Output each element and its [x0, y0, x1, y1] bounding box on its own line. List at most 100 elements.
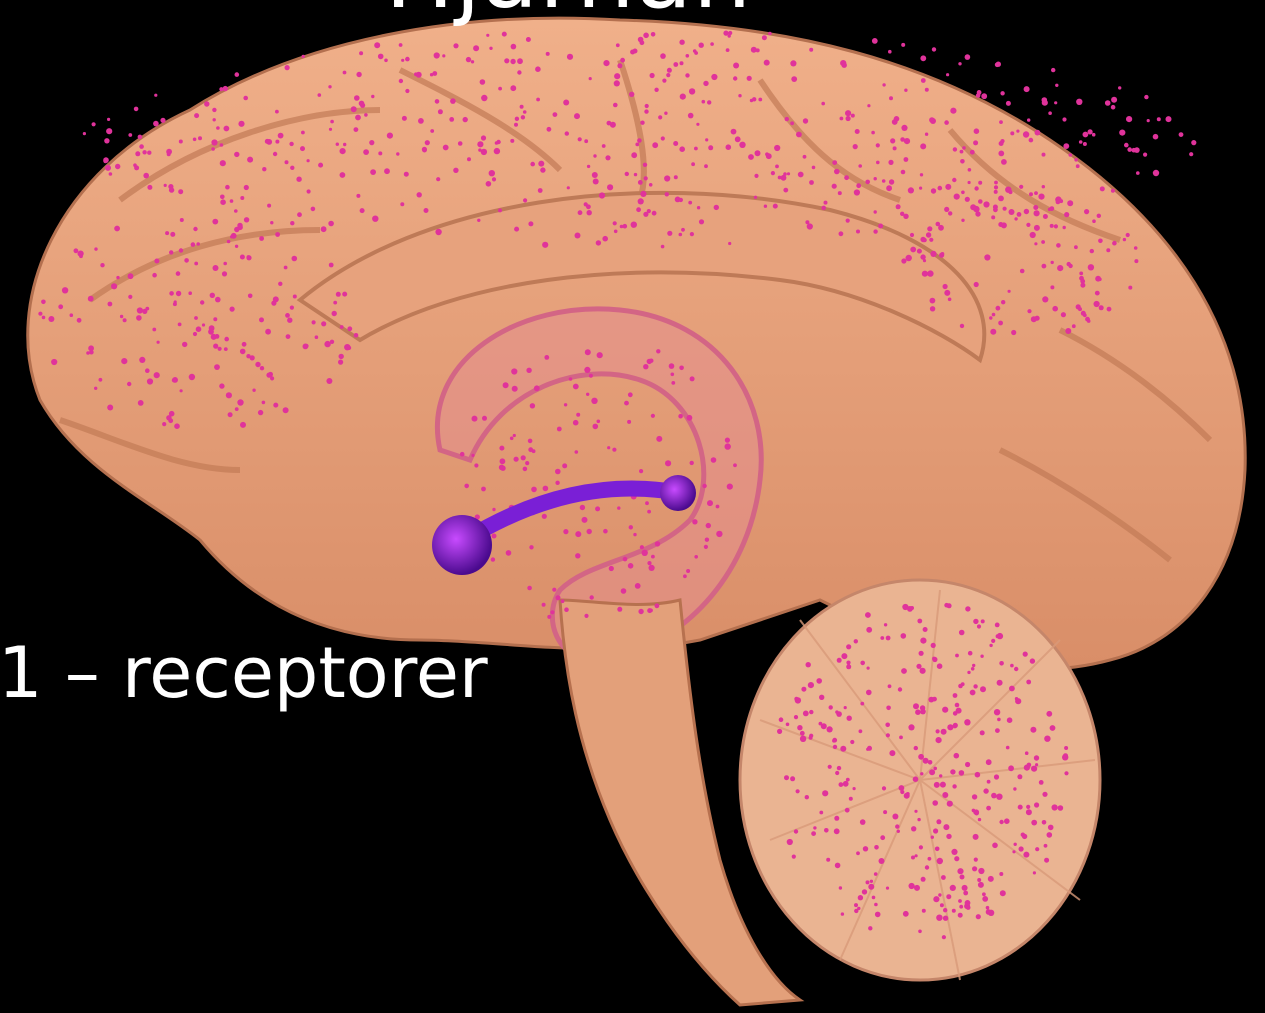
receptor-dot [643, 364, 648, 369]
receptor-dot [265, 139, 270, 144]
receptor-dot [1008, 290, 1011, 293]
receptor-dot [930, 298, 936, 304]
receptor-dot [1153, 134, 1159, 140]
receptor-dot [265, 329, 271, 335]
receptor-dot [312, 320, 316, 324]
receptor-dot [834, 169, 840, 175]
receptor-dot [1013, 787, 1016, 790]
receptor-dot [786, 723, 790, 727]
receptor-dot [1189, 152, 1193, 156]
receptor-dot [1166, 116, 1172, 122]
receptor-dot [1076, 164, 1080, 168]
receptor-dot [948, 298, 952, 302]
receptor-dot [800, 736, 806, 742]
receptor-dot [613, 103, 618, 108]
receptor-dot [555, 469, 561, 475]
receptor-dot [321, 226, 327, 232]
receptor-dot [784, 775, 789, 780]
receptor-dot [92, 122, 96, 126]
receptor-dot [655, 541, 660, 546]
receptor-dot [628, 563, 634, 569]
receptor-dot [617, 506, 620, 509]
receptor-dot [517, 70, 521, 74]
receptor-dot [371, 95, 374, 98]
receptor-dot [638, 609, 643, 614]
receptor-dot [1035, 763, 1038, 766]
receptor-dot [142, 150, 146, 154]
receptor-dot [512, 386, 518, 392]
receptor-dot [1010, 131, 1014, 135]
receptor-dot [193, 138, 197, 142]
receptor-dot [803, 118, 808, 123]
receptor-dot [166, 149, 172, 155]
receptor-dot [252, 389, 255, 392]
receptor-dot [339, 354, 344, 359]
receptor-dot [865, 612, 871, 618]
receptor-dot [853, 144, 858, 149]
receptor-dot [726, 144, 732, 150]
receptor-dot [289, 142, 293, 146]
receptor-dot [1019, 185, 1023, 189]
receptor-dot [595, 506, 600, 511]
receptor-dot [809, 734, 813, 738]
receptor-dot [840, 117, 844, 121]
receptor-dot [827, 726, 833, 732]
receptor-dot [942, 707, 948, 713]
receptor-dot [844, 175, 849, 180]
receptor-dot [798, 172, 804, 178]
receptor-dot [1019, 846, 1024, 851]
receptor-dot [954, 194, 960, 200]
receptor-dot [973, 834, 979, 840]
receptor-dot [222, 271, 227, 276]
receptor-dot [910, 606, 914, 610]
receptor-dot [297, 212, 302, 217]
receptor-dot [661, 136, 665, 140]
receptor-dot [329, 263, 334, 268]
receptor-dot [702, 484, 706, 488]
receptor-dot [1008, 765, 1014, 771]
receptor-dot [147, 151, 151, 155]
receptor-dot [603, 60, 609, 66]
receptor-dot [1023, 652, 1028, 657]
receptor-dot [922, 909, 926, 913]
receptor-dot [481, 149, 487, 155]
receptor-dot [977, 90, 982, 95]
receptor-dot [106, 128, 112, 134]
receptor-dot [882, 179, 886, 183]
receptor-dot [356, 72, 361, 77]
receptor-dot [178, 189, 183, 194]
receptor-dot [432, 71, 437, 76]
receptor-dot [104, 138, 109, 143]
receptor-dot [908, 187, 914, 193]
receptor-dot [686, 54, 690, 58]
receptor-dot [481, 487, 486, 492]
receptor-dot [278, 133, 284, 139]
receptor-dot [237, 223, 242, 228]
receptor-dot [1017, 774, 1022, 779]
receptor-dot [860, 819, 866, 825]
receptor-dot [993, 207, 998, 212]
receptor-dot [809, 710, 813, 714]
receptor-dot [1127, 147, 1132, 152]
receptor-dot [725, 438, 730, 443]
receptor-dot [974, 282, 979, 287]
receptor-dot [666, 73, 670, 77]
receptor-dot [892, 814, 898, 820]
receptor-dot [489, 47, 492, 50]
receptor-dot [378, 151, 382, 155]
receptor-dot [883, 810, 887, 814]
receptor-dot [858, 164, 862, 168]
receptor-dot [884, 623, 887, 626]
receptor-dot [983, 788, 988, 793]
receptor-dot [866, 690, 872, 696]
receptor-dot [910, 233, 914, 237]
receptor-dot [547, 127, 552, 132]
receptor-dot [755, 150, 761, 156]
receptor-dot [974, 186, 978, 190]
receptor-dot [528, 447, 533, 452]
receptor-dot [996, 306, 1001, 311]
receptor-dot [498, 87, 502, 91]
receptor-dot [1050, 725, 1056, 731]
receptor-dot [841, 912, 844, 915]
receptor-dot [530, 162, 535, 167]
